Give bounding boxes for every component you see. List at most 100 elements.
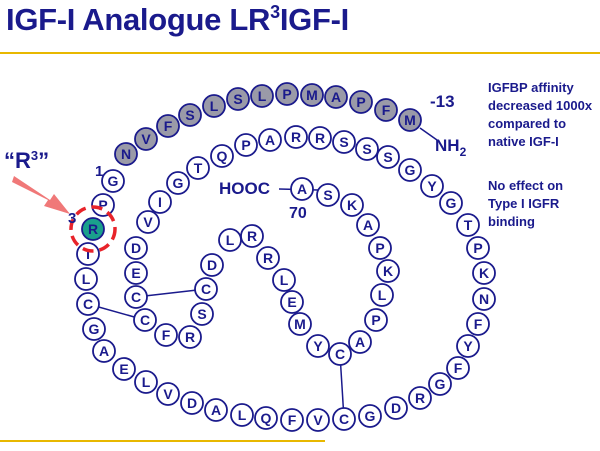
svg-text:L: L (210, 98, 219, 114)
svg-text:Q: Q (261, 410, 272, 426)
svg-text:D: D (187, 395, 197, 411)
residue: R (240, 224, 264, 248)
r3-highlight-circle (69, 205, 117, 253)
svg-text:F: F (162, 327, 171, 343)
svg-text:C: C (131, 289, 141, 305)
svg-text:Y: Y (463, 338, 473, 354)
residue: V (306, 408, 330, 432)
label-position-3: 3 (68, 210, 76, 227)
label-cooh: HOOC (219, 179, 270, 198)
residue: K (472, 261, 496, 285)
residue: S (332, 130, 356, 154)
svg-text:K: K (479, 265, 489, 281)
svg-text:K: K (347, 197, 357, 213)
residue: G (398, 158, 422, 182)
residue: C (328, 342, 352, 366)
extension-residue: L (202, 94, 226, 118)
svg-text:L: L (258, 88, 267, 104)
residue: L (230, 403, 254, 427)
residue: N (472, 287, 496, 311)
residue: R (256, 246, 280, 270)
svg-text:L: L (378, 287, 387, 303)
residue: S (376, 145, 400, 169)
svg-text:A: A (363, 217, 373, 233)
svg-text:M: M (306, 87, 318, 103)
residue: R (284, 125, 308, 149)
residue: V (156, 382, 180, 406)
svg-text:P: P (282, 86, 291, 102)
svg-text:E: E (119, 361, 128, 377)
residue: T (186, 156, 210, 180)
residue: L (134, 370, 158, 394)
svg-text:N: N (121, 146, 131, 162)
residue: T (76, 242, 100, 266)
residue: D (124, 236, 148, 260)
residue: P (91, 193, 115, 217)
svg-text:G: G (446, 195, 457, 211)
residue: R (408, 386, 432, 410)
extension-residue: A (324, 85, 348, 109)
svg-text:G: G (365, 408, 376, 424)
residue: Q (254, 406, 278, 430)
svg-text:C: C (201, 281, 211, 297)
svg-text:C: C (335, 346, 345, 362)
svg-text:D: D (131, 240, 141, 256)
residue: V (136, 210, 160, 234)
svg-text:C: C (140, 312, 150, 328)
residue: G (358, 404, 382, 428)
svg-text:R: R (88, 221, 98, 237)
svg-text:F: F (454, 360, 463, 376)
svg-text:A: A (355, 334, 365, 350)
svg-text:G: G (173, 175, 184, 191)
svg-text:A: A (211, 402, 221, 418)
svg-text:S: S (197, 306, 206, 322)
residue: C (332, 407, 356, 431)
svg-text:A: A (265, 132, 275, 148)
svg-text:I: I (158, 194, 162, 210)
residue: A (204, 398, 228, 422)
residue: A (290, 177, 314, 201)
residue: Y (420, 174, 444, 198)
residue: E (124, 261, 148, 285)
svg-text:G: G (405, 162, 416, 178)
extension-residue: P (275, 82, 299, 106)
svg-text:M: M (404, 112, 416, 128)
extension-residue: S (226, 87, 250, 111)
pointer-arrow-icon (12, 176, 70, 214)
residue: F (446, 356, 470, 380)
svg-text:V: V (143, 214, 153, 230)
extension-residue: F (156, 114, 180, 138)
residue: A (348, 330, 372, 354)
svg-text:F: F (164, 118, 173, 134)
svg-text:S: S (233, 91, 242, 107)
svg-text:L: L (280, 272, 289, 288)
extension-residue: S (178, 103, 202, 127)
residue: E (112, 357, 136, 381)
residue: R (308, 126, 332, 150)
label-position-70: 70 (289, 205, 307, 222)
svg-text:C: C (339, 411, 349, 427)
residue: E (280, 290, 304, 314)
svg-text:T: T (194, 160, 203, 176)
residue: A (356, 213, 380, 237)
svg-text:Y: Y (427, 178, 437, 194)
residue: Y (306, 334, 330, 358)
svg-text:P: P (356, 94, 365, 110)
residue: F (466, 312, 490, 336)
label-position-1: 1 (95, 163, 103, 180)
residue: Y (456, 334, 480, 358)
extension-residue: P (349, 90, 373, 114)
residue: A (258, 128, 282, 152)
r3-residue: R (81, 217, 105, 241)
residue: M (288, 312, 312, 336)
label-nh2: NH2 (435, 136, 467, 159)
residue: L (272, 268, 296, 292)
svg-text:S: S (323, 187, 332, 203)
svg-text:Y: Y (313, 338, 323, 354)
svg-text:N: N (479, 291, 489, 307)
residue: C (133, 308, 157, 332)
svg-text:C: C (83, 296, 93, 312)
svg-text:A: A (297, 181, 307, 197)
residue: Q (210, 144, 234, 168)
label-minus13: -13 (430, 92, 455, 111)
